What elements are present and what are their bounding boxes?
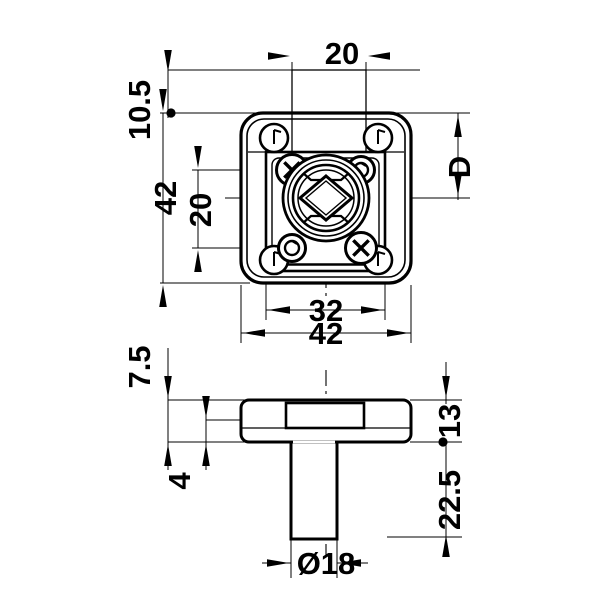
- dot-13: [438, 437, 448, 447]
- diamond-keyway-inner: [304, 180, 348, 216]
- dot-10-5: [166, 108, 176, 118]
- dimension-origin-dots: [166, 108, 448, 447]
- escutcheon-inner-outline: [246, 118, 406, 278]
- flange-recess: [284, 401, 366, 430]
- dim-barrel-length: 22.5: [432, 470, 467, 530]
- dim-flange-thickness: 13: [432, 404, 467, 438]
- dim-recess-height: 4: [162, 472, 197, 490]
- corner-mounting-holes: [258, 122, 394, 276]
- dimension-labels: 20 10.5 42 20 D 32 42 7.5 4 13 22.5 Ø18: [122, 36, 477, 581]
- dim-overall-height: 42: [148, 181, 183, 215]
- dim-flange-offset: 7.5: [122, 345, 157, 388]
- lock-cylinder: [281, 153, 371, 243]
- dim-top-offset: 10.5: [122, 80, 157, 140]
- dim-barrel-diameter: Ø18: [297, 546, 356, 581]
- dimension-arrowheads: [159, 50, 462, 567]
- dim-top-width: 20: [325, 36, 359, 71]
- dim-hole-spacing-vertical: 20: [183, 193, 218, 227]
- side-view-section: [239, 398, 413, 541]
- dim-depth-label: D: [442, 156, 477, 178]
- front-view-lock-body: [239, 69, 413, 285]
- barrel-outline: [289, 440, 339, 541]
- dim-overall-width: 42: [309, 316, 343, 351]
- dim-hole-spacing-horizontal: 32: [309, 293, 343, 328]
